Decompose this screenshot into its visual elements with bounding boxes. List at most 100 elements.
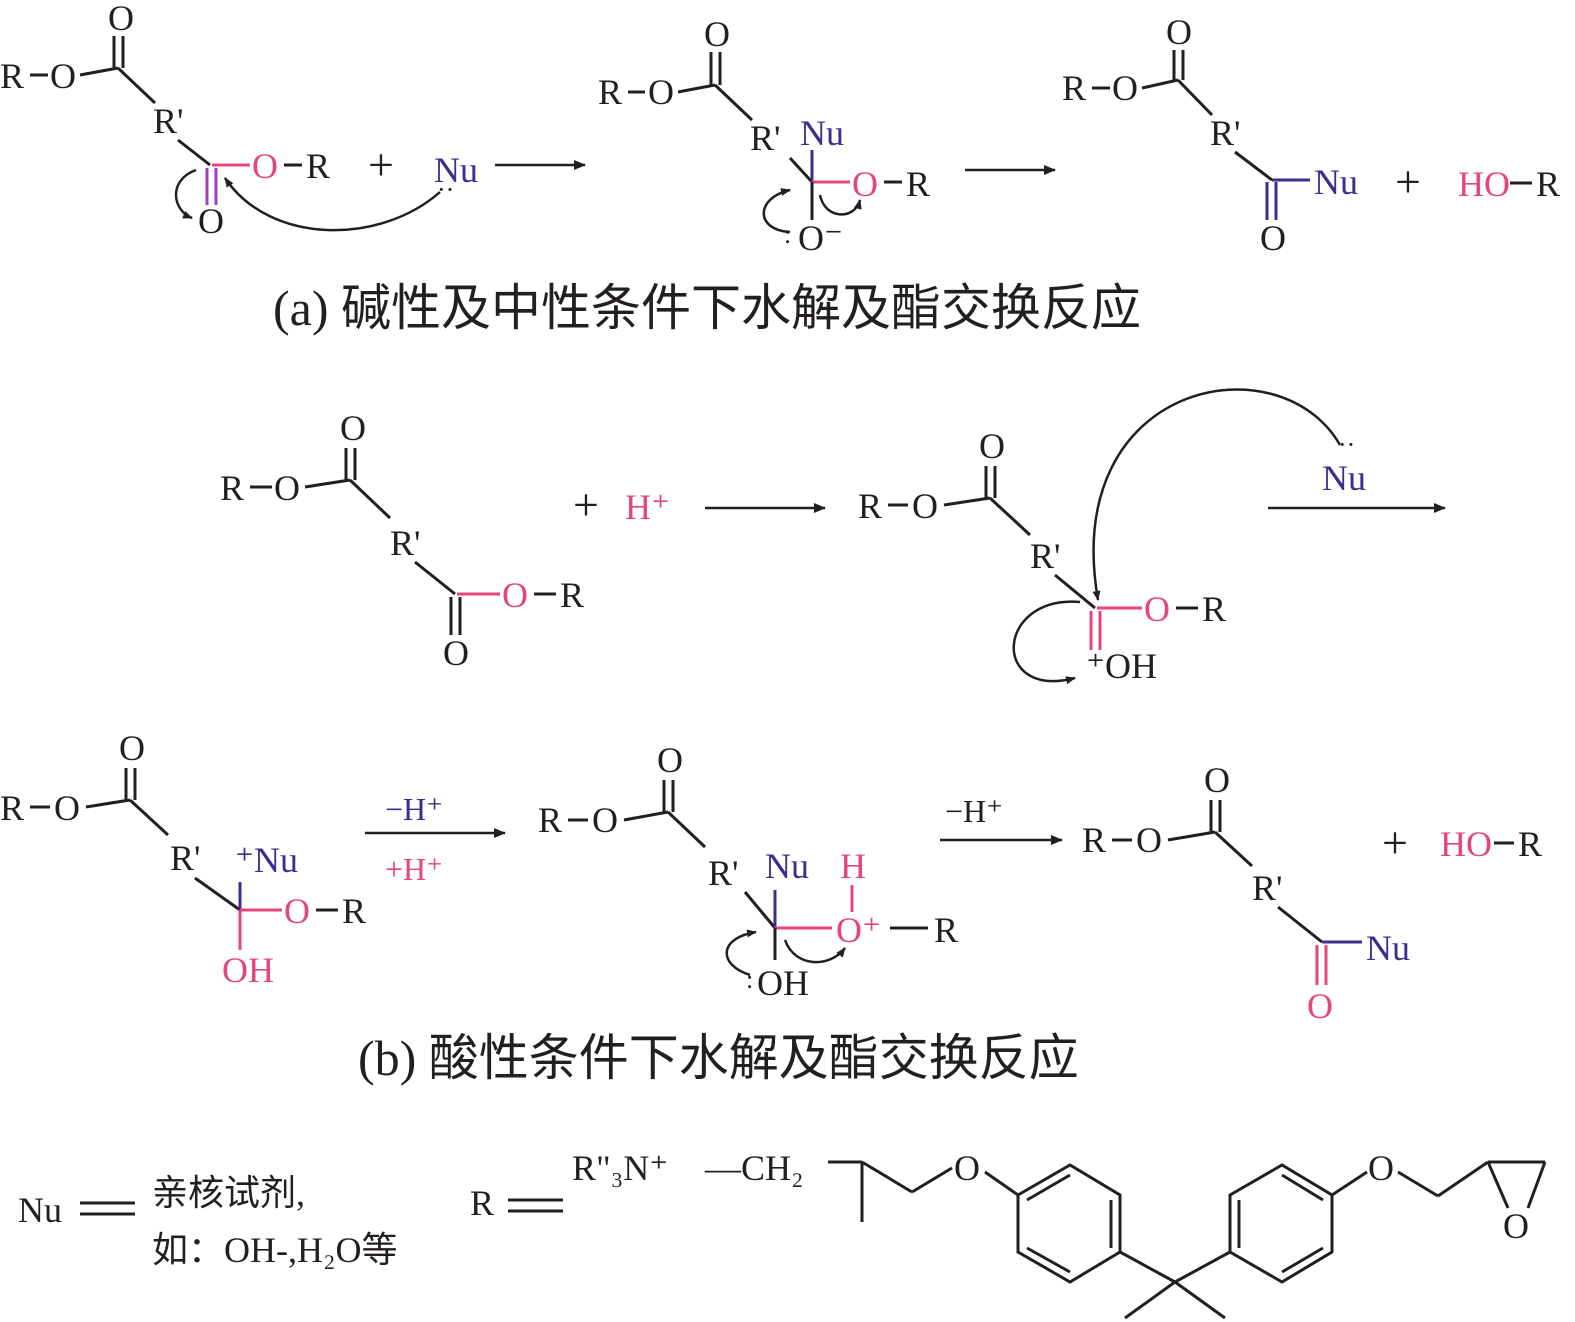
product-a: R O O R' Nu O [1062, 12, 1358, 258]
atom-label: O [1204, 760, 1230, 800]
atom-label: O [502, 575, 528, 615]
oxonium-intermediate: R O O R' Nu O⁺ H R OH : [538, 740, 958, 1003]
alcohol-label: HO [1458, 164, 1510, 204]
atom-label: O [198, 201, 224, 241]
plus-sign: + [1382, 817, 1408, 868]
atom-label: O [979, 426, 1005, 466]
reactant-diester-b: R O O R' O R O [220, 408, 584, 673]
scheme-b-row2: R O O R' ⁺Nu O R OH −H⁺ +H⁺ R O [0, 728, 1542, 1086]
atom-label: O [852, 164, 878, 204]
atom-label: O [1368, 1148, 1394, 1188]
atom-label: O [284, 891, 310, 931]
atom-label: R [598, 72, 622, 112]
atom-label: R [1062, 68, 1086, 108]
arrow-label: −H⁺ [945, 793, 1003, 829]
atom-label: O [1260, 218, 1286, 258]
atom-label: O⁻ [798, 218, 843, 258]
atom-label: O [1307, 986, 1333, 1026]
atom-label: O [108, 0, 134, 38]
caption-a: (a) 碱性及中性条件下水解及酯交换反应 [273, 280, 1141, 336]
reactant-diester-a: R O O R' O R O [0, 0, 330, 241]
nucleophile-label: Nu [434, 150, 478, 190]
protonated-intermediate: R O O R' ⁺Nu O R OH [0, 728, 366, 990]
alcohol-label: HO [1440, 824, 1492, 864]
lone-pair: ·· [1338, 430, 1355, 459]
atom-label: O [1136, 820, 1162, 860]
nucleophile-label: Nu [1322, 458, 1366, 498]
arrow-label: −H⁺ [385, 791, 443, 827]
lone-pair: ·· [437, 175, 454, 204]
atom-label: H [840, 846, 866, 886]
proton-label: H⁺ [625, 487, 670, 527]
atom-label: O [252, 146, 278, 186]
atom-label: ⁺Nu [235, 840, 298, 880]
plus-sign: + [368, 139, 394, 190]
atom-label: R [1082, 820, 1106, 860]
legend-nu-description: 亲核试剂, [152, 1173, 305, 1213]
atom-label: Nu [1314, 162, 1358, 202]
atom-label: R [858, 486, 882, 526]
legend: Nu 亲核试剂, 如：OH-,H₂O等 R R"₃N⁺ —CH₂ O [18, 1148, 1547, 1320]
atom-label: O [274, 468, 300, 508]
caption-b: (b) 酸性条件下水解及酯交换反应 [358, 1030, 1079, 1086]
atom-label: O [912, 486, 938, 526]
atom-label: Nu [800, 113, 844, 153]
atom-label: R [906, 164, 930, 204]
atom-label: ⁺OH [1086, 646, 1157, 686]
atom-label: R [0, 56, 24, 96]
legend-r-symbol: R [470, 1183, 494, 1223]
legend-nu-example: 如：OH-,H₂O等 [152, 1230, 398, 1270]
atom-label: OH [222, 950, 274, 990]
atom-label: R [560, 575, 584, 615]
atom-label: O [1112, 68, 1138, 108]
atom-label: R [538, 800, 562, 840]
atom-label: Nu [765, 846, 809, 886]
atom-label: O [704, 14, 730, 54]
atom-label: R' [1210, 113, 1241, 153]
plus-sign: + [1395, 156, 1421, 207]
atom-label: Nu [1366, 928, 1410, 968]
atom-label: R [342, 891, 366, 931]
atom-label: R [1536, 164, 1560, 204]
atom-label: O [443, 633, 469, 673]
atom-label: O⁺ [836, 910, 881, 950]
atom-label: R' [750, 118, 781, 158]
atom-label: R [220, 468, 244, 508]
lone-pair: : [746, 965, 753, 994]
atom-label: R [0, 788, 24, 828]
atom-label: O [1166, 12, 1192, 52]
atom-label: O [954, 1148, 980, 1188]
legend-r-amine: R"₃N⁺ [572, 1148, 668, 1188]
atom-label: R [306, 146, 330, 186]
atom-label: O [1503, 1206, 1529, 1246]
atom-label: O [648, 72, 674, 112]
atom-label: R' [170, 838, 201, 878]
atom-label: O [657, 740, 683, 780]
protonated-ester: R O O R' O R ⁺OH [858, 388, 1342, 686]
atom-label: R' [1252, 868, 1283, 908]
atom-label: R [1202, 589, 1226, 629]
atom-label: R [934, 910, 958, 950]
atom-label: R' [1030, 536, 1061, 576]
atom-label: O [54, 788, 80, 828]
atom-label: O [50, 56, 76, 96]
atom-label: R' [708, 853, 739, 893]
legend-r-ch2: —CH₂ [704, 1148, 804, 1188]
atom-label: R [1518, 824, 1542, 864]
atom-label: O [592, 800, 618, 840]
atom-label: O [119, 728, 145, 768]
plus-sign: + [573, 479, 599, 530]
tetrahedral-intermediate-a: R O O R' Nu O R O⁻ : [598, 14, 930, 258]
atom-label: OH [757, 963, 809, 1003]
atom-label: R' [153, 101, 184, 141]
bisphenol-a-epoxy-structure: O O O [828, 1148, 1547, 1320]
arrow-label: +H⁺ [385, 851, 443, 887]
scheme-b-row1: R O O R' O R O + H⁺ R O [220, 388, 1446, 686]
scheme-a: R O O R' O R O + Nu ·· R O [0, 0, 1560, 336]
atom-label: O [340, 408, 366, 448]
atom-label: O [1144, 589, 1170, 629]
legend-nu-symbol: Nu [18, 1190, 62, 1230]
atom-label: R' [390, 523, 421, 563]
product-b: R O O R' Nu O [1082, 760, 1410, 1026]
